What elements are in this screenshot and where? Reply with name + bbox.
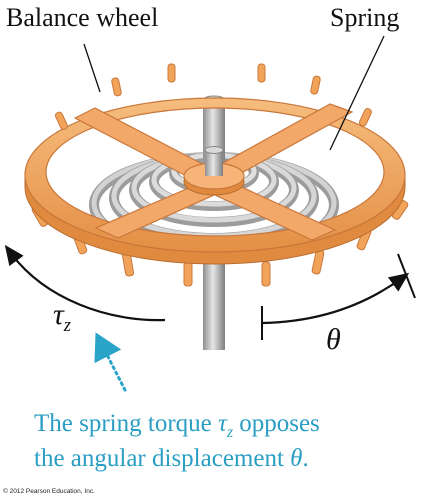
caption-line-2: the angular displacement θ.: [34, 446, 309, 471]
hub-spindle: [205, 150, 223, 176]
torque-subscript: z: [63, 315, 71, 336]
theta-end-tick: [397, 253, 416, 299]
torque-label: τz: [53, 300, 71, 336]
caption-tau-subscript: z: [226, 424, 233, 441]
theta-arrow: [261, 272, 410, 325]
theta-label: θ: [326, 323, 341, 356]
torque-symbol: τ: [53, 298, 64, 331]
balance-wheel-leader: [83, 43, 101, 93]
torque-arrow: [4, 244, 166, 322]
caption-line-1: The spring torque τz opposes: [34, 411, 320, 441]
caption-theta-symbol: θ: [290, 445, 303, 472]
spring-leader: [329, 35, 385, 151]
copyright-notice: © 2012 Pearson Education, Inc.: [3, 488, 95, 495]
balance-wheel-label: Balance wheel: [6, 3, 159, 32]
caption-line-1-start: The spring torque: [34, 410, 218, 437]
caption-pointer-arrow: [94, 332, 127, 392]
spring-label: Spring: [330, 3, 400, 32]
rim-pins-upper: [54, 63, 372, 130]
caption-tau-symbol: τ: [217, 410, 227, 437]
caption-line-2-start: the angular displacement: [34, 445, 291, 472]
lower-spindle: [203, 255, 225, 350]
caption-line-2-end: .: [302, 445, 309, 472]
caption-line-1-end: opposes: [232, 410, 320, 437]
